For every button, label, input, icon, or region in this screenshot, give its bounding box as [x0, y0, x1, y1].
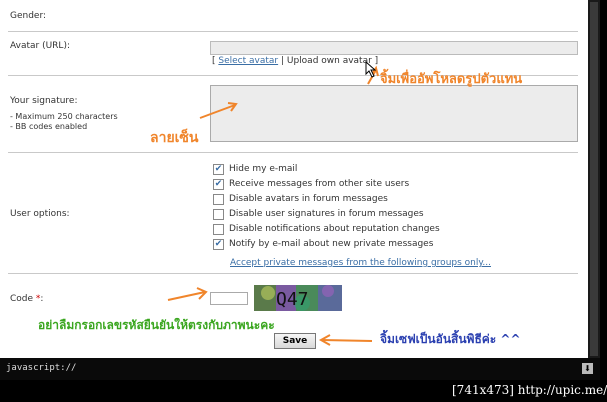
- captcha-text: Q47: [276, 289, 309, 310]
- divider: [8, 75, 578, 76]
- scrollbar[interactable]: [588, 0, 600, 358]
- save-button[interactable]: Save: [274, 333, 316, 349]
- avatar-links: [ Select avatar | Upload own avatar ]: [212, 56, 379, 66]
- option-label: Disable avatars in forum messages: [229, 194, 388, 204]
- checkbox-checked[interactable]: ✔: [213, 164, 224, 175]
- option-label: Receive messages from other site users: [229, 179, 410, 189]
- divider: [8, 273, 578, 274]
- status-bar: javascript:// ⬇: [0, 358, 600, 380]
- avatar-label: Avatar (URL):: [10, 41, 70, 51]
- option-label: Disable notifications about reputation c…: [229, 224, 440, 234]
- checkbox[interactable]: [213, 194, 224, 205]
- checkbox-checked[interactable]: ✔: [213, 239, 224, 250]
- upload-annotation: จิ้มเพื่ออัพโหลดรูปตัวแทน: [380, 72, 523, 87]
- watermark: [741x473] http://upic.me/: [452, 383, 607, 397]
- user-options-label: User options:: [10, 209, 70, 219]
- divider: [8, 152, 578, 153]
- checkbox[interactable]: [213, 209, 224, 220]
- captcha-image: Q47: [254, 285, 342, 311]
- divider: [8, 31, 578, 32]
- signature-annotation: ลายเซ็น: [150, 130, 199, 146]
- checkbox[interactable]: [213, 224, 224, 235]
- code-input[interactable]: [210, 292, 248, 305]
- option-label: Disable user signatures in forum message…: [229, 209, 424, 219]
- signature-hint-bbcode: - BB codes enabled: [10, 122, 88, 131]
- code-label: Code *:: [10, 294, 44, 304]
- gender-label: Gender:: [10, 11, 47, 21]
- browser-window: Gender: Avatar (URL): [ Select avatar | …: [0, 0, 600, 380]
- download-icon[interactable]: ⬇: [582, 363, 593, 374]
- scrollbar-thumb[interactable]: [590, 2, 598, 356]
- avatar-url-input[interactable]: [210, 41, 578, 55]
- required-star: *: [35, 294, 41, 304]
- option-label: Hide my e-mail: [229, 164, 298, 174]
- signature-hint-max: - Maximum 250 characters: [10, 112, 118, 121]
- upload-avatar-link[interactable]: Upload own avatar: [286, 56, 372, 66]
- signature-label: Your signature:: [10, 96, 78, 106]
- status-text: javascript://: [6, 363, 77, 373]
- accept-messages-link[interactable]: Accept private messages from the followi…: [230, 258, 491, 268]
- option-label: Notify by e-mail about new private messa…: [229, 239, 434, 249]
- profile-form: Gender: Avatar (URL): [ Select avatar | …: [0, 0, 588, 358]
- annotation-arrows: [167, 60, 379, 346]
- checkbox-checked[interactable]: ✔: [213, 179, 224, 190]
- save-annotation: จิ้มเซฟเป็นอันสิ้นพิธีค่ะ ^^: [380, 332, 521, 346]
- code-annotation: อย่าลืมกรอกเลขรหัสยืนยันให้ตรงกับภาพนะคะ: [38, 318, 275, 332]
- select-avatar-link[interactable]: Select avatar: [218, 56, 279, 66]
